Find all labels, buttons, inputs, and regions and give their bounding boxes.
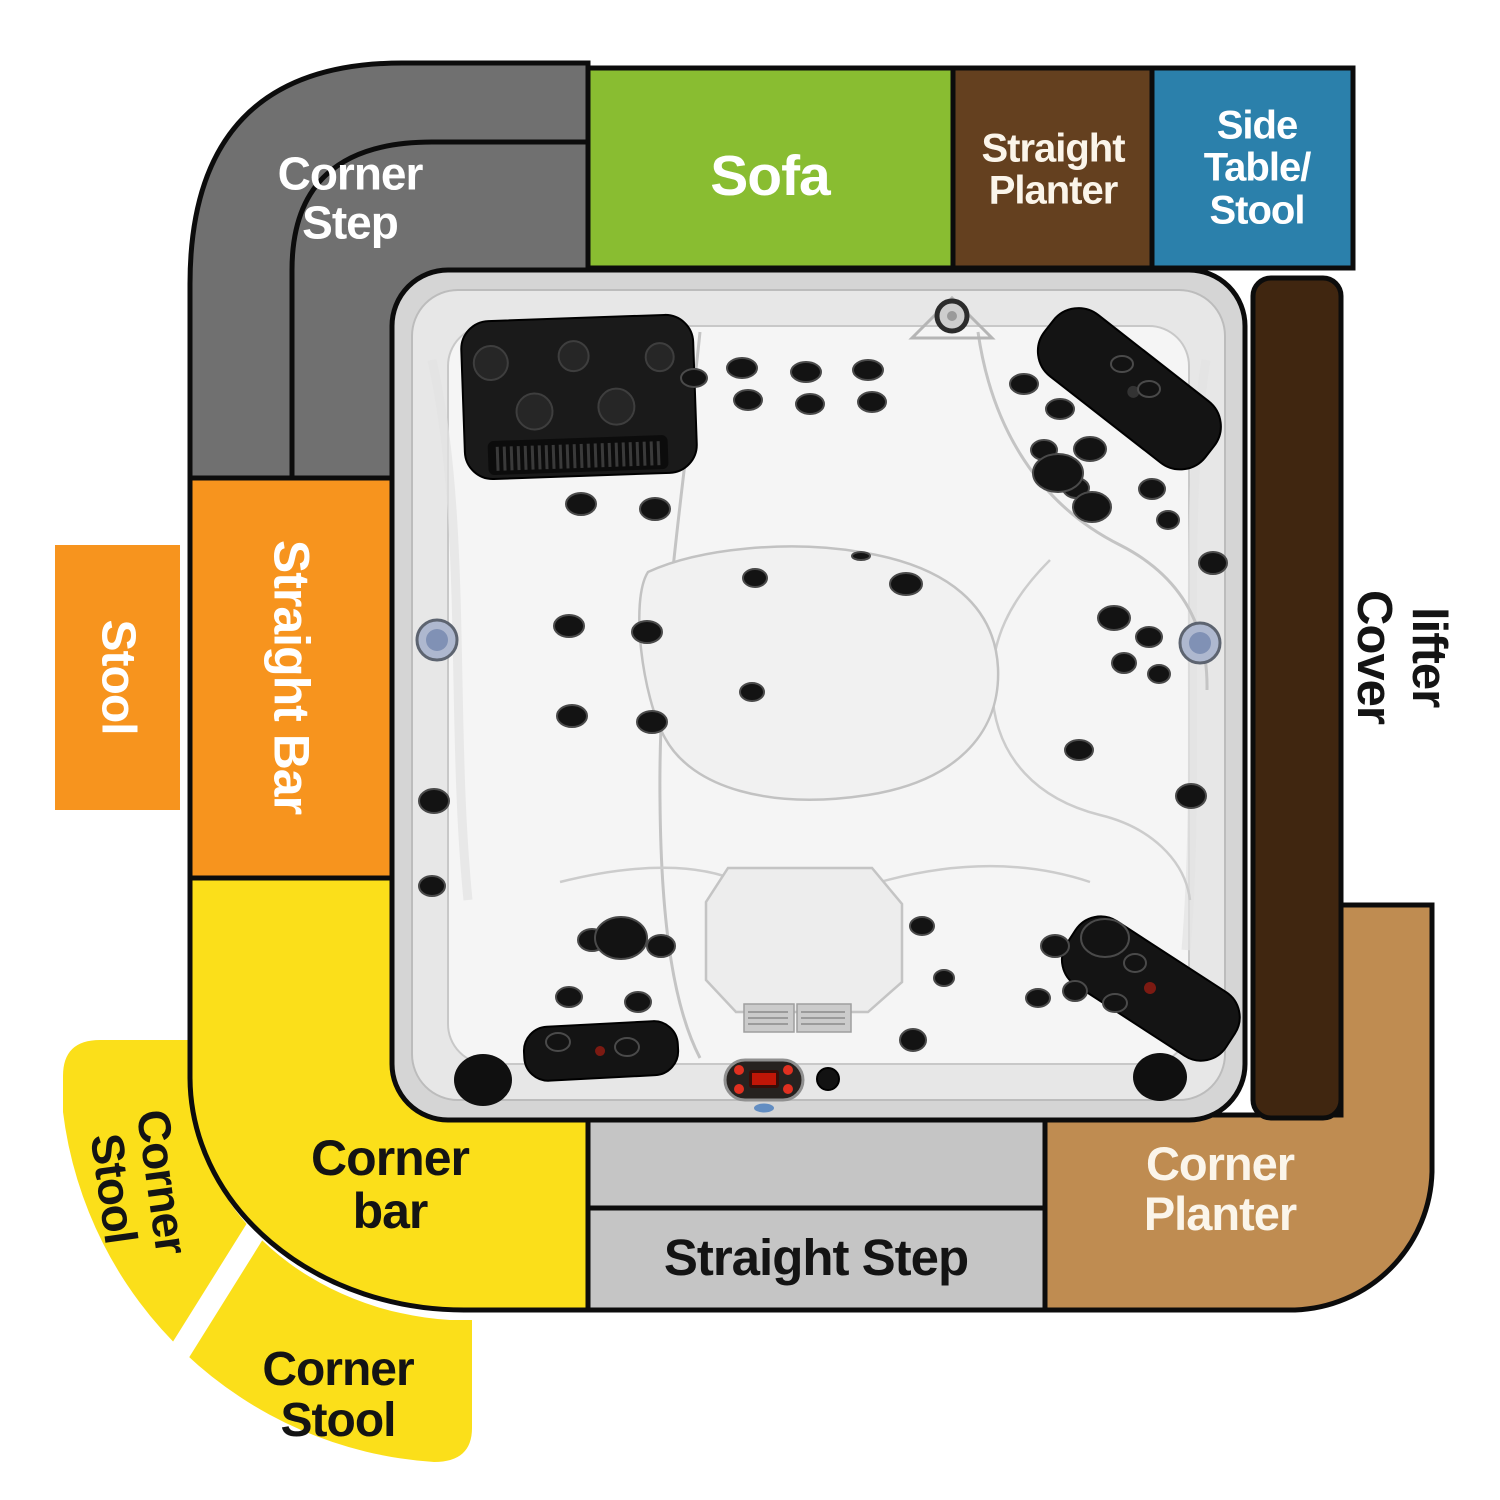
tub-control-panel bbox=[723, 1058, 805, 1102]
tub-headrest-speaker bbox=[460, 313, 698, 481]
corner-step-inner-edge bbox=[289, 139, 588, 478]
tub-logo bbox=[754, 1103, 774, 1113]
straight-bar-shape bbox=[187, 475, 395, 881]
tub-warning-sticker bbox=[743, 1003, 852, 1033]
tub-led-light bbox=[1178, 621, 1222, 665]
tub-jets bbox=[418, 355, 1228, 1057]
straight-step-tread-upper bbox=[585, 1117, 1048, 1211]
corner-stool-band bbox=[63, 1040, 472, 1462]
tub-headrest bbox=[1036, 307, 1222, 471]
tub-footwell bbox=[704, 866, 904, 1014]
tub-contour bbox=[990, 559, 1192, 901]
tub-marble-streak bbox=[427, 359, 473, 901]
tub-headrest bbox=[522, 1020, 680, 1082]
tub-center-island bbox=[638, 545, 1000, 801]
hot-tub-photo bbox=[389, 267, 1248, 1123]
corner-stool-divider bbox=[117, 1206, 277, 1442]
straight-step-tread-lower bbox=[585, 1205, 1048, 1313]
corner-planter-shape bbox=[1042, 902, 1435, 1313]
tub-led-light bbox=[415, 618, 459, 662]
sofa-shape bbox=[585, 65, 956, 271]
straight-planter-shape bbox=[950, 65, 1155, 271]
side-table-stool-shape bbox=[1149, 65, 1356, 271]
tub-diverter-knob bbox=[816, 1067, 840, 1091]
tub-air-valve bbox=[908, 295, 996, 340]
tub-corner-foot bbox=[1133, 1053, 1187, 1101]
tub-corner-foot bbox=[454, 1054, 512, 1106]
stool-shape bbox=[55, 545, 180, 810]
cover-lifter-bar bbox=[1250, 275, 1344, 1121]
